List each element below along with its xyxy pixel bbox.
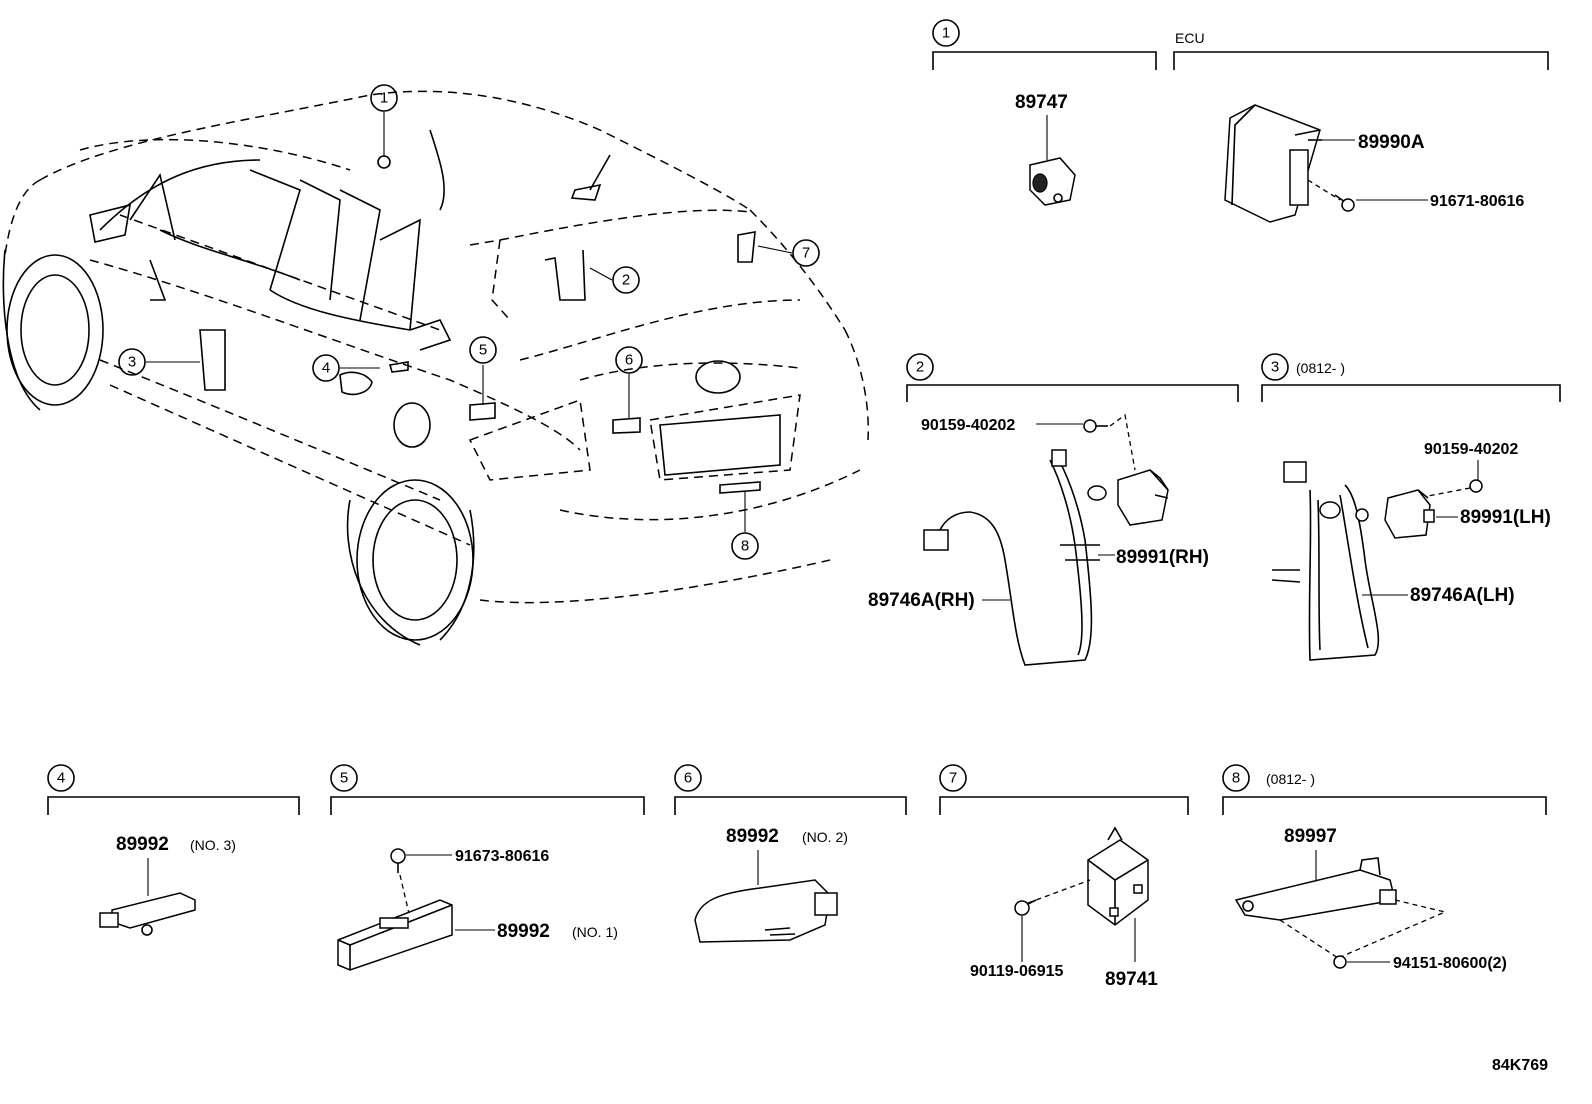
svg-text:8: 8 xyxy=(1232,770,1240,787)
ecu-unit xyxy=(1224,104,1322,223)
ecu-bolt xyxy=(1334,194,1355,212)
part-89992-no2: 89992 xyxy=(726,826,779,847)
svg-text:4: 4 xyxy=(57,770,65,787)
sensor-no3 xyxy=(99,892,196,936)
callout-1: 1 xyxy=(370,84,398,112)
svg-text:4: 4 xyxy=(322,360,330,377)
sensor-rh xyxy=(1117,469,1169,526)
part-89992-no3-qual: (NO. 3) xyxy=(190,837,236,853)
section-1: 1 89747 xyxy=(932,19,1157,206)
vehicle-illustration xyxy=(2,90,870,646)
section-6: 6 89992 (NO. 2) xyxy=(674,764,907,943)
section-5: 5 91673-80616 89992 (NO. 1) xyxy=(330,764,645,971)
part-90159-40202-lh: 90159-40202 xyxy=(1424,441,1518,458)
part-90119-06915: 90119-06915 xyxy=(970,963,1064,980)
sensor-no1 xyxy=(337,899,453,971)
callout-8: 8 xyxy=(731,532,759,560)
callout-6: 6 xyxy=(615,346,643,374)
part-89992-no1: 89992 xyxy=(497,921,550,942)
callout-3: 3 xyxy=(118,348,146,376)
svg-text:7: 7 xyxy=(802,245,810,262)
section-4: 4 89992 (NO. 3) xyxy=(47,764,300,936)
svg-text:2: 2 xyxy=(916,359,924,376)
svg-text:5: 5 xyxy=(340,770,348,787)
part-89992-no2-qual: (NO. 2) xyxy=(802,829,848,845)
part-89991-lh: 89991(LH) xyxy=(1460,507,1551,528)
svg-text:2: 2 xyxy=(622,272,630,289)
part-89746A-lh: 89746A(LH) xyxy=(1410,585,1515,606)
part-89991-rh: 89991(RH) xyxy=(1116,547,1209,568)
svg-text:3: 3 xyxy=(1271,359,1279,376)
section-7: 7 90119-06915 89741 xyxy=(939,764,1189,990)
antenna-part xyxy=(1029,157,1076,206)
part-89741: 89741 xyxy=(1105,969,1158,990)
part-89747: 89747 xyxy=(1015,92,1068,113)
diagram-id: 84K769 xyxy=(1492,1057,1548,1074)
part-89992-no3: 89992 xyxy=(116,834,169,855)
svg-text:1: 1 xyxy=(380,90,388,107)
part-90159-40202-rh: 90159-40202 xyxy=(921,417,1015,434)
svg-text:6: 6 xyxy=(684,770,692,787)
svg-text:8: 8 xyxy=(741,538,749,555)
callout-2: 2 xyxy=(612,266,640,294)
callout-4: 4 xyxy=(312,354,340,382)
part-91673-80616: 91673-80616 xyxy=(455,848,549,865)
ecu-label: ECU xyxy=(1175,30,1205,46)
bolt-91673 xyxy=(390,848,406,873)
part-94151-80600: 94151-80600(2) xyxy=(1393,955,1507,972)
screw-90119 xyxy=(1014,899,1037,916)
part-89990A: 89990A xyxy=(1358,132,1425,153)
module-89741 xyxy=(1087,826,1149,926)
callout-7: 7 xyxy=(792,239,820,267)
harness-lh xyxy=(1271,461,1380,661)
section-8: 8 (0812- ) 89997 94151-80600(2) xyxy=(1222,764,1547,972)
callout-5: 5 xyxy=(469,336,497,364)
section-3: 3 (0812- ) 90159-40202 89991(LH) 89746A(… xyxy=(1261,353,1561,661)
section-8-note: (0812- ) xyxy=(1266,771,1315,787)
svg-text:1: 1 xyxy=(942,25,950,42)
part-91671-80616: 91671-80616 xyxy=(1430,193,1524,210)
section-3-note: (0812- ) xyxy=(1296,360,1345,376)
part-89746A-rh: 89746A(RH) xyxy=(868,590,975,611)
svg-text:3: 3 xyxy=(128,354,136,371)
harness-rh xyxy=(923,449,1107,666)
svg-text:7: 7 xyxy=(949,770,957,787)
svg-text:5: 5 xyxy=(479,342,487,359)
svg-text:6: 6 xyxy=(625,352,633,369)
part-89997: 89997 xyxy=(1284,826,1337,847)
sensor-lh xyxy=(1384,489,1435,539)
sensor-no2 xyxy=(694,879,838,943)
section-ecu: ECU 89990A 91671-80616 xyxy=(1173,30,1549,223)
part-89992-no1-qual: (NO. 1) xyxy=(572,924,618,940)
section-2: 2 90159-40202 89991(RH) 89746A(RH) xyxy=(868,353,1239,666)
